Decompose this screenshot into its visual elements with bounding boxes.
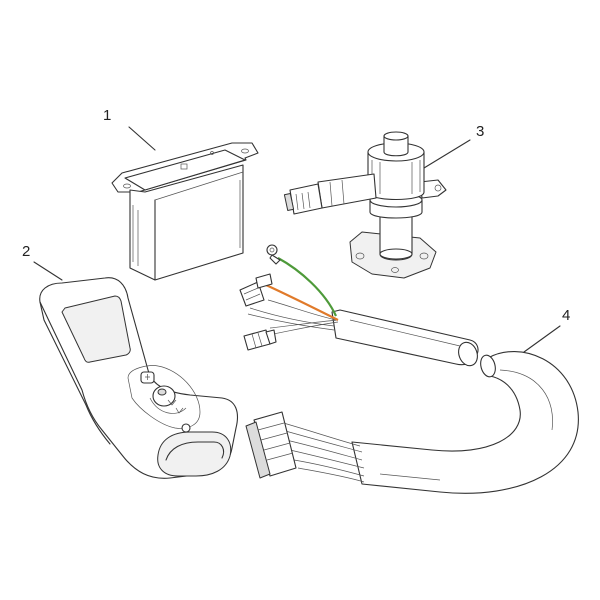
leader-line-4 bbox=[523, 325, 561, 353]
remote-control-icon bbox=[39, 277, 239, 479]
wiring-harness-icon bbox=[239, 244, 579, 494]
leader-line-1 bbox=[128, 126, 156, 151]
callout-3: 3 bbox=[476, 123, 484, 140]
callout-4: 4 bbox=[562, 307, 570, 324]
leader-line-2 bbox=[33, 261, 63, 281]
receiver-box-icon bbox=[111, 142, 259, 281]
callout-2: 2 bbox=[22, 243, 30, 260]
callout-1: 1 bbox=[103, 107, 111, 124]
valve-motor-icon bbox=[283, 131, 447, 279]
leader-line-3 bbox=[423, 139, 471, 169]
orange-wire bbox=[265, 284, 339, 321]
green-wire bbox=[277, 257, 337, 317]
